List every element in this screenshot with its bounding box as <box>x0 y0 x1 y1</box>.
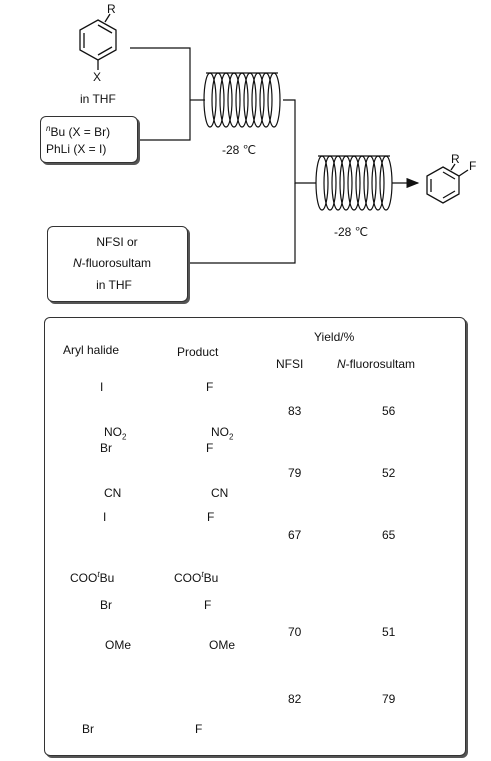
row2-prod-sub2: CN <box>211 486 229 500</box>
lithiating-reagent-box <box>40 116 138 163</box>
reagent-1-text: Bu (X = Br) <box>50 125 111 139</box>
row3-prod-sub2: COOtBu <box>174 570 219 585</box>
col-sultam: N-fluorosultam <box>337 357 415 371</box>
row2-halide-sub2: CN <box>104 486 122 500</box>
coil-reactor-2 <box>315 155 393 211</box>
n-italic: N <box>337 357 346 371</box>
row1-prod-sub1: F <box>206 380 214 394</box>
row4-nfsi-yield: 70 <box>288 625 302 639</box>
fluor-reagent-line2: N-fluorosultam <box>73 256 151 270</box>
col-yield: Yield/% <box>314 330 355 344</box>
row4-halide-sub1: Br <box>100 598 112 612</box>
reagent-1: nBu (X = Br) <box>46 122 110 139</box>
row3-nfsi-yield: 67 <box>288 528 302 542</box>
row1-halide-sub2: NO2 <box>104 425 127 442</box>
reagent-2: PhLi (X = I) <box>46 142 107 156</box>
yield-table <box>44 317 466 756</box>
fluor-reagent-line1: NFSI or <box>96 235 138 249</box>
row5-sultam-yield: 79 <box>382 692 396 706</box>
row3-halide-sub1: I <box>103 510 107 524</box>
row4-halide-sub2: OMe <box>105 638 132 652</box>
row2-prod-sub1: F <box>206 441 214 455</box>
x-substituent-label: X <box>93 70 102 84</box>
solvent-label-1: in THF <box>80 92 116 106</box>
fluor-reagent-line3: in THF <box>96 278 132 292</box>
product-f-label: F <box>469 159 477 173</box>
row3-prod-sub1: F <box>207 510 215 524</box>
row4-prod-sub1: F <box>204 598 212 612</box>
row5-nfsi-yield: 82 <box>288 692 302 706</box>
row3-halide-sub2: COOtBu <box>70 570 115 585</box>
row2-nfsi-yield: 79 <box>288 466 302 480</box>
row1-nfsi-yield: 83 <box>288 404 302 418</box>
col-product: Product <box>177 345 219 359</box>
product-r-label: R <box>451 152 460 166</box>
row5-halide-sub1: Br <box>82 722 94 736</box>
flow-lines <box>130 47 316 264</box>
fluorinating-reagent-box <box>47 226 188 302</box>
row1-sultam-yield: 56 <box>382 404 396 418</box>
n-prefix: n <box>46 124 51 133</box>
temperature-2: -28 ℃ <box>334 225 369 239</box>
row5-prod-sub1: F <box>195 722 203 736</box>
n-italic: N <box>72 256 82 270</box>
coil-reactor-1 <box>203 72 281 128</box>
row1-halide-sub1: I <box>100 380 104 394</box>
starting-material-ring <box>79 13 117 70</box>
row3-sultam-yield: 65 <box>382 528 396 542</box>
col-nfsi: NFSI <box>276 357 304 371</box>
row2-halide-sub1: Br <box>100 441 112 455</box>
row2-sultam-yield: 52 <box>382 466 396 480</box>
product-ring <box>426 163 469 204</box>
row4-prod-sub2: OMe <box>209 638 236 652</box>
temperature-1: -28 ℃ <box>222 143 257 157</box>
fluorosultam-text: -fluorosultam <box>81 256 152 270</box>
col-aryl-halide: Aryl halide <box>63 343 120 357</box>
row1-prod-sub2: NO2 <box>211 425 234 442</box>
row4-sultam-yield: 51 <box>382 625 396 639</box>
sultam-header-text: -fluorosultam <box>345 357 416 371</box>
r-substituent-label: R <box>107 2 116 16</box>
